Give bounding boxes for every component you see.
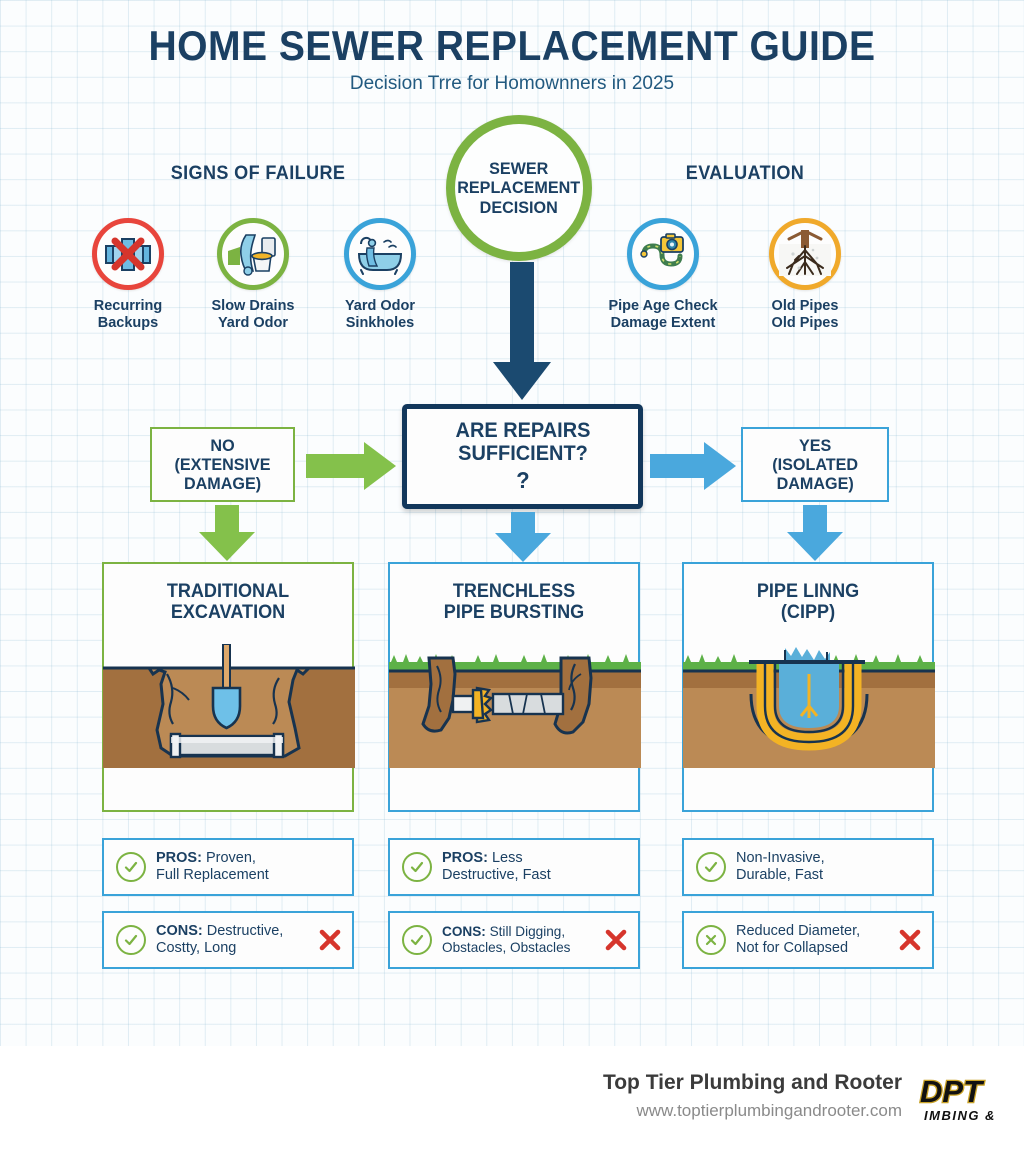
cross-circle-icon: [696, 925, 726, 955]
check-circle-icon: [402, 925, 432, 955]
section-heading-evaluation: EVALUATION: [685, 163, 805, 184]
central-node-line-3: DECISION: [479, 197, 559, 217]
sign-item-slow-drains: Slow Drains Yard Odor: [193, 218, 313, 331]
open-trench-shovel-pipe-illustration: [103, 644, 355, 784]
check-circle-icon: [116, 925, 146, 955]
footer-company-name: Top Tier Plumbing and Rooter: [602, 1071, 902, 1094]
sewer-camera-icon: [627, 218, 699, 290]
tree-roots-icon: [769, 218, 841, 290]
decision-question-box: ARE REPAIRS SUFFICIENT? ?: [402, 404, 643, 509]
pros-label: PROS:: [156, 849, 202, 866]
sign-caption-line-1: Recurring: [93, 298, 163, 314]
method-card-pipe-lining-cipp: PIPE LINNG (CIPP): [682, 562, 935, 812]
cons-line-2: Not for Collapsed: [736, 940, 849, 956]
method-title-line-2: PIPE BURSTING: [443, 602, 585, 624]
sign-item-yard-odor-sinkholes: Yard Odor Sinkholes: [320, 218, 440, 331]
arrow-decision-to-yes-icon: [650, 440, 738, 497]
method-card-traditional-excavation: TRADITIONAL EXCAVATION: [102, 562, 355, 812]
pros-line-1: Non-Invasive,: [736, 849, 825, 866]
check-circle-icon: [116, 852, 146, 882]
evaluation-item-pipe-age-check: Pipe Age Check Damage Extent: [603, 218, 723, 331]
cons-line-2: Costty, Long: [156, 940, 237, 956]
sign-caption-line-1: Slow Drains: [211, 298, 295, 314]
footer-white-band: [0, 1046, 1024, 1154]
no-branch-line-3: DAMAGE): [183, 474, 262, 494]
cons-line-2: Obstacles, Obstacles: [442, 940, 571, 955]
check-circle-icon: [696, 852, 726, 882]
no-branch-line-2: (EXTENSIVE: [174, 454, 271, 474]
decision-question-mark: ?: [515, 467, 530, 494]
red-x-icon: [605, 929, 627, 951]
pros-box-trenchless: PROS: Less Destructive, Fast: [388, 838, 640, 896]
logo-main-text: DPT: [920, 1074, 985, 1109]
pros-line-1: Proven,: [201, 849, 256, 866]
cons-line-1: Reduced Diameter,: [736, 922, 861, 939]
pros-line-2: Destructive, Fast: [442, 867, 551, 883]
logo-sub-text: IMBING &: [924, 1108, 996, 1123]
arrow-no-to-traditional-icon: [196, 505, 258, 568]
central-decision-node: SEWER REPLACEMENT DECISION: [446, 115, 592, 261]
sign-caption-line-2: Yard Odor: [217, 314, 289, 331]
overflowing-toilet-icon: [217, 218, 289, 290]
evaluation-caption-line-2: Damage Extent: [610, 314, 716, 331]
pros-line-2: Full Replacement: [156, 867, 269, 883]
evaluation-caption-line-1: Pipe Age Check: [608, 298, 718, 314]
branch-box-yes: YES (ISOLATED DAMAGE): [741, 427, 889, 502]
branch-box-no: NO (EXTENSIVE DAMAGE): [150, 427, 295, 502]
method-title-line-2: EXCAVATION: [170, 602, 286, 624]
central-node-line-1: SEWER: [489, 159, 549, 179]
evaluation-item-old-pipes: Old Pipes Old Pipes: [745, 218, 865, 331]
page-subtitle: Decision Trre for Homownners in 2025: [349, 73, 675, 94]
method-title-line-1: TRADITIONAL: [166, 581, 290, 602]
method-title-line-2: (CIPP): [780, 602, 836, 624]
arrow-decision-to-trenchless-icon: [492, 512, 554, 569]
arrow-no-to-decision-icon: [306, 440, 398, 497]
method-title-line-1: PIPE LINNG: [756, 581, 860, 602]
cipp-liner-u-shape-illustration: [683, 644, 935, 784]
cons-box-traditional: CONS: Destructive, Costty, Long: [102, 911, 354, 969]
check-circle-icon: [402, 852, 432, 882]
pipe-bursting-head-illustration: [389, 644, 641, 784]
arrow-yes-to-cipp-icon: [784, 505, 846, 568]
pros-label: PROS:: [442, 849, 488, 866]
red-x-icon: [899, 929, 921, 951]
pros-line-2: Durable, Fast: [736, 867, 824, 883]
yes-branch-line-2: (ISOLATED: [772, 454, 858, 474]
sign-caption-line-2: Sinkholes: [345, 314, 415, 331]
red-x-icon: [319, 929, 341, 951]
footer-website-url: www.toptierplumbingandrooter.com: [636, 1101, 902, 1120]
pros-line-1: Less: [487, 849, 523, 866]
page-title: HOME SEWER REPLACEMENT GUIDE: [148, 22, 876, 69]
cons-box-trenchless: CONS: Still Digging, Obstacles, Obstacle…: [388, 911, 640, 969]
evaluation-caption-line-2: Old Pipes: [771, 314, 839, 331]
yes-branch-line-1: YES: [798, 435, 832, 455]
pros-box-traditional: PROS: Proven, Full Replacement: [102, 838, 354, 896]
company-logo: DPT IMBING &: [918, 1072, 1024, 1128]
yes-branch-line-3: DAMAGE): [776, 474, 854, 494]
cons-box-cipp: Reduced Diameter, Not for Collapsed: [682, 911, 934, 969]
broken-pipe-icon: [92, 218, 164, 290]
central-node-line-2: REPLACEMENT: [457, 178, 581, 198]
method-card-trenchless-pipe-bursting: TRENCHLESS PIPE BURSTING: [388, 562, 641, 812]
decision-question-line-2: SUFFICIENT?: [457, 442, 588, 466]
bathtub-backup-icon: [344, 218, 416, 290]
decision-question-line-1: ARE REPAIRS: [455, 419, 590, 443]
section-heading-signs-of-failure: SIGNS OF FAILURE: [170, 163, 346, 184]
no-branch-line-1: NO: [210, 435, 235, 455]
arrow-circle-to-decision-icon: [489, 262, 555, 407]
cons-label: CONS:: [156, 922, 203, 939]
pros-box-cipp: Non-Invasive, Durable, Fast: [682, 838, 934, 896]
sign-item-recurring-backups: Recurring Backups: [68, 218, 188, 331]
cons-line-1: Still Digging,: [485, 923, 566, 939]
sign-caption-line-2: Backups: [97, 314, 159, 331]
method-title-line-1: TRENCHLESS: [452, 581, 576, 602]
cons-line-1: Destructive,: [202, 922, 284, 939]
sign-caption-line-1: Yard Odor: [344, 298, 416, 314]
evaluation-caption-line-1: Old Pipes: [771, 298, 839, 314]
cons-label: CONS:: [442, 923, 486, 939]
